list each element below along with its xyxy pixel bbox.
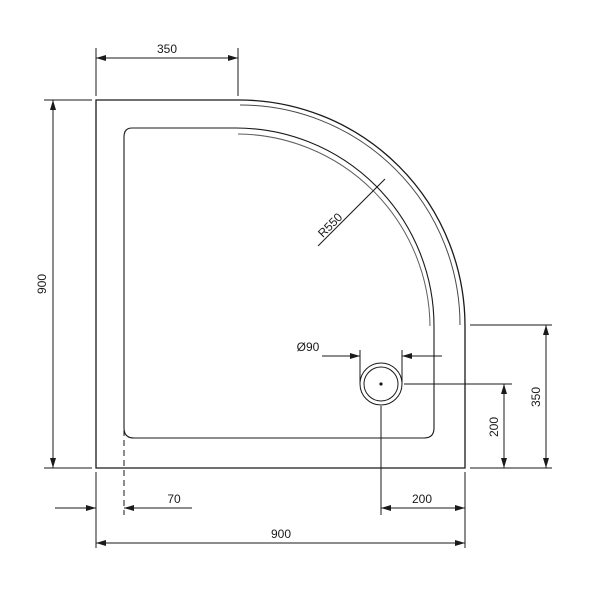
dim-drain-diameter: Ø90 xyxy=(297,340,442,384)
dim-right-height: 350 xyxy=(470,324,552,469)
dim-drain-y-label: 200 xyxy=(487,417,501,437)
dim-bottom-width: 900 xyxy=(96,527,465,546)
dim-drain-x-label: 200 xyxy=(412,492,432,506)
dim-drain-x: 200 xyxy=(380,406,466,548)
dim-left-height: 900 xyxy=(35,99,92,469)
dim-left-height-label: 900 xyxy=(35,274,49,294)
tray-basin xyxy=(123,127,435,515)
drain xyxy=(359,362,403,406)
dim-top-width: 350 xyxy=(95,42,239,96)
tray-outline xyxy=(95,99,466,469)
dim-right-height-label: 350 xyxy=(529,387,543,407)
dim-bottom-width-label: 900 xyxy=(271,527,291,541)
dim-drain-y: 200 xyxy=(404,383,512,468)
dim-radius-label: R550 xyxy=(315,210,345,240)
dim-inset-label: 70 xyxy=(167,492,181,506)
dim-drain-diameter-label: Ø90 xyxy=(297,340,320,354)
dim-top-width-label: 350 xyxy=(157,42,177,56)
dim-inset: 70 xyxy=(55,472,192,548)
dim-radius: R550 xyxy=(315,178,386,247)
